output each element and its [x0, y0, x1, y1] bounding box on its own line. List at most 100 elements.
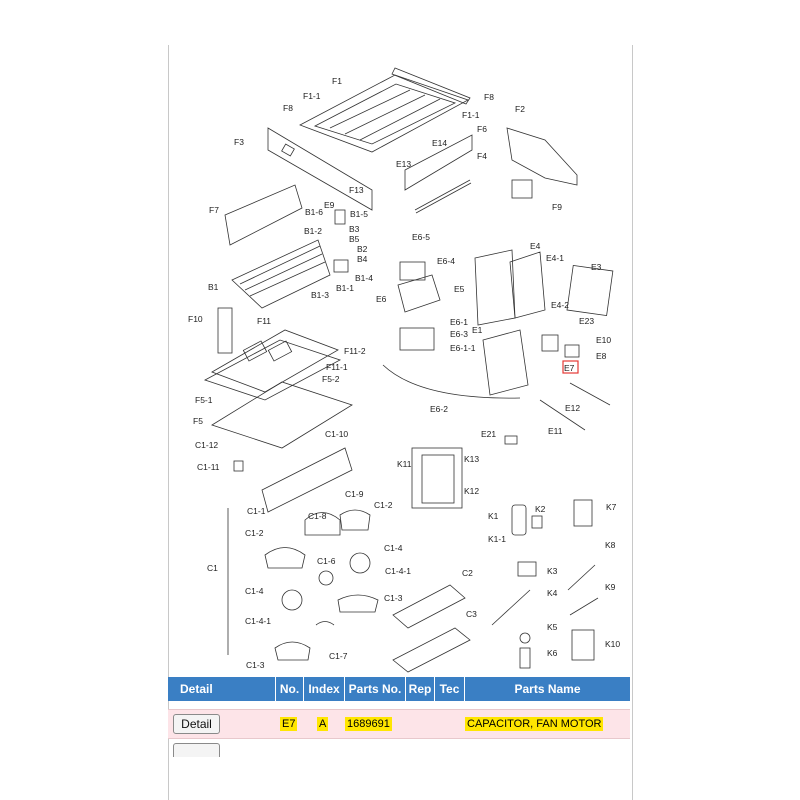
part-label-f9: F9: [552, 202, 562, 212]
part-label-c1-4b: C1-4: [245, 586, 264, 596]
col-parts-name: Parts Name: [464, 677, 630, 701]
part-label-c3: C3: [466, 609, 477, 619]
part-label-k3: K3: [547, 566, 558, 576]
part-label-c2: C2: [462, 568, 473, 578]
drawing-f9-bracket: [511, 179, 533, 199]
part-label-e7: E7: [564, 363, 575, 373]
part-label-c1-10: C1-10: [325, 429, 348, 439]
part-label-b4: B4: [357, 254, 368, 264]
part-label-k1: K1: [488, 511, 499, 521]
drawing-k10: [571, 629, 595, 661]
drawing-f5-2: [203, 339, 342, 401]
e7-callout-box: [562, 360, 579, 374]
part-label-k6: K6: [547, 648, 558, 658]
part-label-f3: F3: [234, 137, 244, 147]
drawing-e23: [541, 334, 559, 352]
drawing-e7-capacitor: [569, 382, 611, 406]
drawing-e6-4: [397, 274, 441, 313]
drawing-e6-1: [399, 327, 435, 351]
drawing-f8-rail: [391, 67, 471, 105]
drawing-c2-filter: [392, 584, 466, 629]
part-label-k10: K10: [605, 639, 620, 649]
drawing-k11-box: [411, 447, 463, 509]
part-label-f6: F6: [477, 124, 487, 134]
drawing-f10: [217, 307, 233, 354]
part-label-e6-1-1: E6-1-1: [450, 343, 476, 353]
part-label-e4: E4: [530, 241, 541, 251]
drawing-c1-3: [337, 594, 379, 613]
table-row: Detail E7 A 1689691 CAPACITOR, FAN MOTOR: [168, 709, 630, 739]
part-label-f2: F2: [515, 104, 525, 114]
part-label-b1-3: B1-3: [311, 290, 329, 300]
content-frame: [168, 45, 633, 800]
part-label-c1-2a: C1-2: [374, 500, 393, 510]
part-label-b1-1: B1-1: [336, 283, 354, 293]
drawing-k3: [517, 561, 537, 577]
drawing-c1-2-left: [264, 547, 306, 569]
drawing-f5-panel: [211, 381, 353, 449]
drawing-f2-panel: [506, 127, 578, 186]
part-label-e8: E8: [596, 351, 607, 361]
drawing-c1-6-motor: [318, 570, 334, 586]
part-label-c1-1: C1-1: [247, 506, 266, 516]
part-label-e4-1: E4-1: [546, 253, 564, 263]
drawing-e4-cover: [509, 251, 546, 319]
drawing-e3: [566, 264, 614, 317]
part-label-c1-6: C1-6: [317, 556, 336, 566]
drawing-e8: [564, 344, 580, 358]
part-label-f11-1: F11-1: [326, 362, 348, 372]
part-label-e3: E3: [591, 262, 602, 272]
part-label-c1-4a: C1-4: [384, 543, 403, 553]
drawing-c1-3-left: [274, 641, 311, 661]
col-index: Index: [303, 677, 344, 701]
part-label-f4: F4: [477, 151, 487, 161]
parts-name-cell: CAPACITOR, FAN MOTOR: [465, 717, 604, 731]
part-label-f11: F11: [257, 316, 271, 326]
part-label-c1: C1: [207, 563, 218, 573]
part-label-c1-12: C1-12: [195, 440, 218, 450]
index-cell: A: [317, 717, 329, 731]
part-label-b1-6: B1-6: [305, 207, 323, 217]
drawing-c1-11: [233, 460, 244, 472]
next-row-detail-button[interactable]: [173, 743, 220, 757]
part-label-b5: B5: [349, 234, 360, 244]
drawing-c1-10: [261, 447, 353, 513]
diagram-drawings: [203, 67, 614, 673]
col-no: No.: [275, 677, 303, 701]
part-label-c1-4-1b: C1-4-1: [245, 616, 271, 626]
part-label-k13: K13: [464, 454, 479, 464]
part-label-k1-1: K1-1: [488, 534, 506, 544]
part-label-b3: B3: [349, 224, 360, 234]
drawing-c1-2: [339, 509, 371, 531]
part-label-e6-5: E6-5: [412, 232, 430, 242]
part-label-b1-4: B1-4: [355, 273, 373, 283]
part-label-b2: B2: [357, 244, 368, 254]
part-label-k5: K5: [547, 622, 558, 632]
part-label-e10: E10: [596, 335, 611, 345]
part-label-f11-2: F11-2: [344, 346, 366, 356]
drawing-k4-hose: [491, 589, 531, 626]
part-label-f8a: F8: [484, 92, 494, 102]
part-label-k7: K7: [606, 502, 617, 512]
drawing-e21: [504, 435, 518, 445]
part-label-e6-1: E6-1: [450, 317, 468, 327]
part-label-k9: K9: [605, 582, 616, 592]
part-label-e11: E11: [548, 426, 563, 436]
part-label-c1-8: C1-8: [308, 511, 327, 521]
part-label-k4: K4: [547, 588, 558, 598]
drawing-e1-box: [482, 329, 529, 396]
part-label-f7: F7: [209, 205, 219, 215]
part-label-e5: E5: [454, 284, 465, 294]
part-label-f1-1b: F1-1: [462, 110, 480, 120]
part-label-e1: E1: [472, 325, 483, 335]
part-label-e13: E13: [396, 159, 411, 169]
part-label-e21: E21: [481, 429, 496, 439]
drawing-k1-remote: [511, 504, 527, 536]
detail-button[interactable]: Detail: [173, 714, 220, 734]
part-label-e12: E12: [565, 403, 580, 413]
drawing-e11-wire: [539, 399, 586, 431]
drawing-f7-frame: [224, 184, 303, 246]
drawing-k8: [567, 564, 596, 591]
